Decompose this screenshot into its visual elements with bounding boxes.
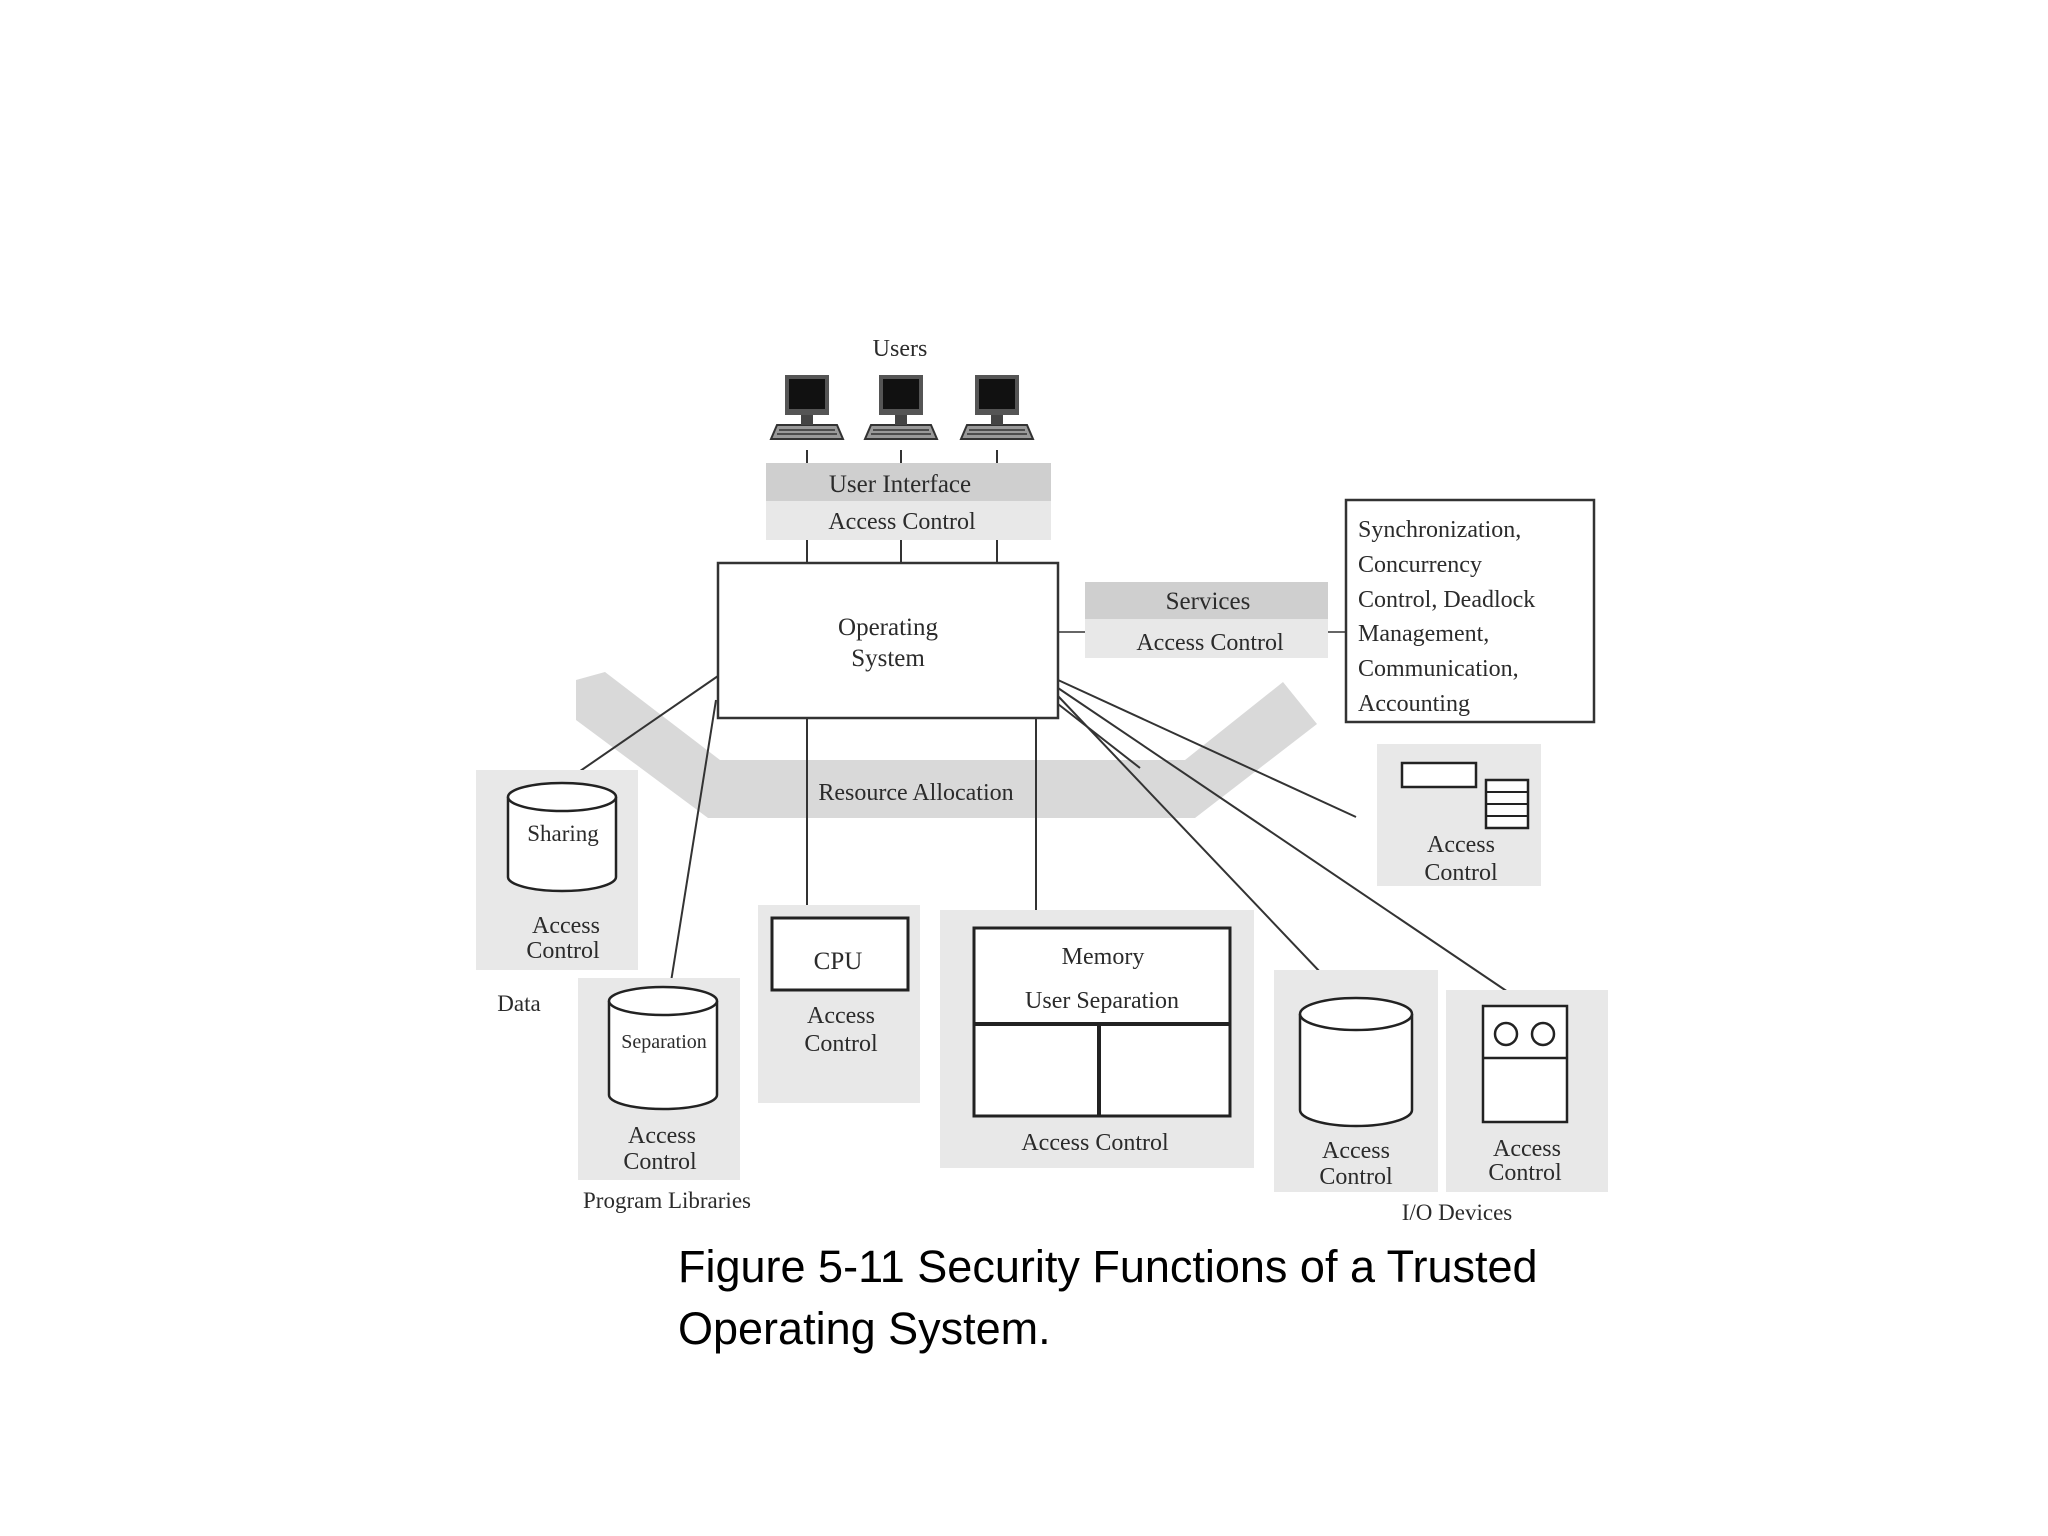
figure-caption-line1: Figure 5-11 Security Functions of a Trus…: [678, 1241, 1538, 1292]
cpu-label: CPU: [814, 948, 863, 975]
program-libraries-access-line2: Control: [623, 1149, 697, 1175]
cpu-access-line2: Control: [804, 1031, 878, 1057]
services-title: Services: [1166, 588, 1251, 615]
user-connectors: [806, 450, 998, 563]
data-group-label: Data: [497, 991, 540, 1016]
operating-system-line1: Operating: [838, 614, 938, 641]
separation-label: Separation: [621, 1031, 707, 1053]
os-connectors: [569, 631, 1509, 994]
computer-icon: [769, 375, 845, 440]
program-libraries-group-label: Program Libraries: [583, 1188, 751, 1213]
operating-system-line2: System: [851, 645, 925, 672]
cpu-box: [770, 916, 910, 992]
resource-allocation-band: [576, 672, 1317, 818]
service-function-item: Control, Deadlock: [1358, 587, 1535, 613]
service-function-item: Management,: [1358, 621, 1489, 647]
data-access-line2: Control: [526, 938, 600, 964]
service-function-item: Concurrency: [1358, 552, 1482, 578]
services-access-band: [1085, 619, 1328, 658]
io-device-1-access-line2: Control: [1424, 860, 1498, 886]
service-functions-list: Synchronization, Concurrency Control, De…: [1358, 517, 1535, 717]
data-access-line1: Access: [532, 913, 600, 939]
sharing-database-icon: [506, 781, 618, 893]
figure-caption: Figure 5-11 Security Functions of a Trus…: [678, 1236, 1678, 1360]
service-functions-box: [1344, 498, 1596, 724]
service-function-item: Accounting: [1358, 691, 1470, 717]
services-header: [1085, 582, 1328, 619]
io-device-2-access-line1: Access: [1322, 1138, 1390, 1164]
io-devices-group-label: I/O Devices: [1402, 1200, 1513, 1225]
users-label: Users: [873, 336, 928, 362]
io-device-3-access-line1: Access: [1493, 1136, 1561, 1162]
memory-user-separation: User Separation: [1025, 988, 1179, 1014]
figure-caption-line2: Operating System.: [678, 1303, 1051, 1354]
service-function-item: Communication,: [1358, 656, 1519, 682]
io-device-2-access-line2: Control: [1319, 1164, 1393, 1190]
computer-icon: [863, 375, 939, 440]
program-libraries-access-line1: Access: [628, 1123, 696, 1149]
user-interface-access-band: [766, 501, 1051, 540]
sharing-label: Sharing: [527, 821, 599, 846]
cpu-access-line1: Access: [807, 1003, 875, 1029]
user-interface-access-control: Access Control: [828, 509, 976, 535]
service-function-item: Synchronization,: [1358, 517, 1521, 543]
memory-access-control: Access Control: [1021, 1130, 1169, 1156]
operating-system-box: [716, 561, 1060, 720]
memory-title: Memory: [1062, 944, 1145, 970]
user-interface-title: User Interface: [829, 471, 971, 498]
io-device-icon: [1400, 761, 1530, 830]
disk-icon: [1298, 996, 1414, 1128]
resource-allocation-label: Resource Allocation: [818, 780, 1013, 806]
io-device-1-access-line1: Access: [1427, 832, 1495, 858]
separation-database-icon: [607, 985, 719, 1111]
io-device-3-access-line2: Control: [1488, 1160, 1562, 1186]
tape-drive-icon: [1481, 1004, 1569, 1124]
services-access-control: Access Control: [1136, 630, 1284, 656]
user-interface-header: [766, 463, 1051, 501]
computer-icon: [959, 375, 1035, 440]
